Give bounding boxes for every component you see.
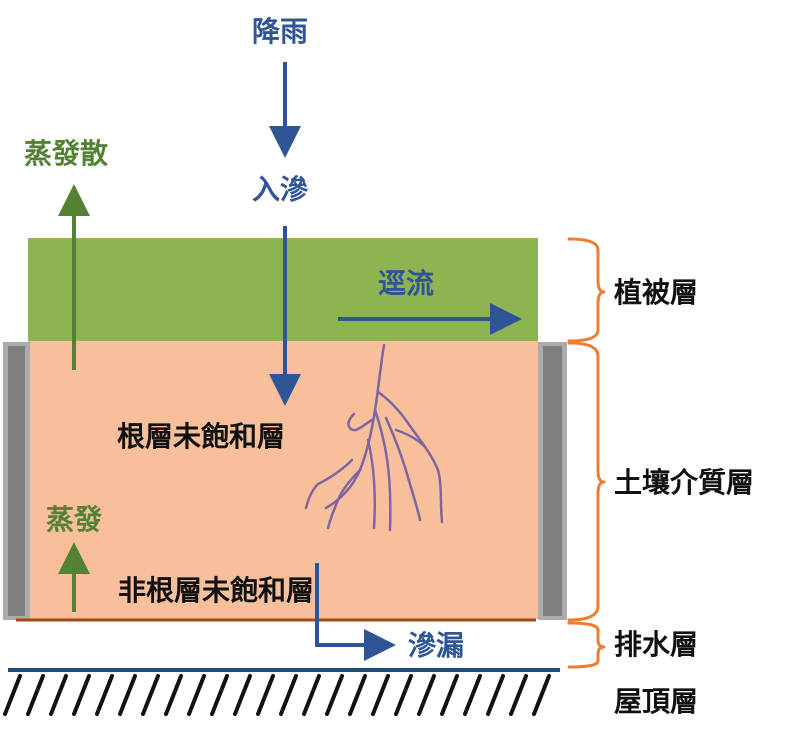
leakage-label: 滲漏 — [408, 629, 465, 662]
vegetation-layer-label: 植被層 — [614, 276, 699, 309]
soil-brace — [567, 341, 606, 622]
left-wall-inner — [8, 346, 25, 616]
evaporation-label: 蒸發 — [46, 503, 103, 536]
plant-roots — [304, 343, 444, 532]
evapotranspiration-label: 蒸發散 — [24, 137, 109, 170]
drainage-brace — [567, 621, 606, 669]
drainage-layer-label: 排水層 — [614, 628, 699, 661]
roof-hatching — [3, 674, 551, 716]
right-wall-inner — [543, 346, 562, 616]
roof-layer-label: 屋頂層 — [614, 685, 699, 718]
layer-braces — [567, 237, 606, 669]
non-root-unsaturated-zone-label: 非根層未飽和層 — [118, 574, 315, 607]
infiltration-label: 入滲 — [252, 173, 309, 206]
rainfall-label: 降雨 — [252, 15, 309, 48]
root-unsaturated-zone-label: 根層未飽和層 — [117, 420, 286, 453]
leakage-arrow — [315, 563, 396, 661]
soil-medium-layer-label: 土壤介質層 — [614, 466, 755, 499]
runoff-label: 逕流 — [378, 267, 435, 300]
vegetation-brace — [567, 237, 606, 343]
